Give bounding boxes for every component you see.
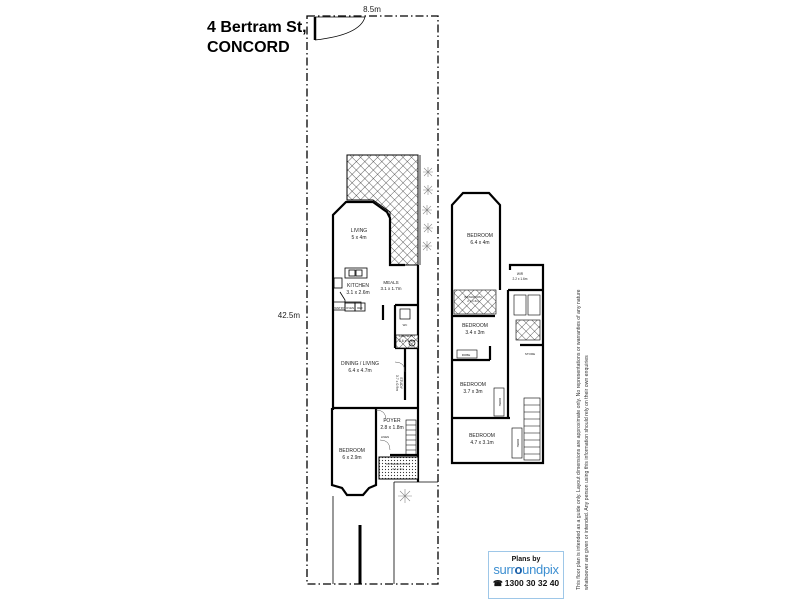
svg-text:3.4 x 3m: 3.4 x 3m xyxy=(465,330,484,336)
plant-icons xyxy=(398,167,433,503)
svg-text:FOYER: FOYER xyxy=(383,418,401,424)
svg-text:BEDROOM: BEDROOM xyxy=(467,233,493,239)
svg-text:STUDY: STUDY xyxy=(399,377,403,390)
svg-text:WIR: WIR xyxy=(517,272,524,276)
brand-name: surroundpix xyxy=(493,562,559,577)
svg-text:2.6 x 1.3m: 2.6 x 1.3m xyxy=(399,339,415,343)
surroundpix-logo: Plans by surroundpix ☎1300 30 32 40 xyxy=(488,551,564,599)
svg-text:KITCHEN: KITCHEN xyxy=(347,283,369,289)
gate-icon xyxy=(313,16,366,41)
svg-text:ROBE: ROBE xyxy=(498,398,502,407)
first-floor-labels: BEDROOM 6.4 x 4m WIR 2.2 x 1.6m BATHROOM… xyxy=(460,233,535,447)
door-swings xyxy=(375,361,406,451)
svg-text:LAUNDRY: LAUNDRY xyxy=(399,334,416,338)
svg-text:COVERED PATIO: COVERED PATIO xyxy=(386,462,411,466)
svg-text:DINING / LIVING: DINING / LIVING xyxy=(341,361,379,367)
svg-text:3.4 x 3m: 3.4 x 3m xyxy=(392,467,404,471)
ground-floor-labels: LIVING 5 x 4m KITCHEN 3.1 x 2.6m MEALS 3… xyxy=(333,228,416,471)
svg-text:MEALS: MEALS xyxy=(383,280,398,285)
covered-patio xyxy=(378,456,419,480)
first-floor-fixtures xyxy=(453,289,541,461)
plans-by-label: Plans by xyxy=(511,556,541,563)
svg-text:BATHROOM: BATHROOM xyxy=(464,295,482,299)
svg-text:5 x 4m: 5 x 4m xyxy=(351,235,366,241)
svg-text:BEDROOM: BEDROOM xyxy=(469,433,495,439)
svg-text:3.1 x 2.6m: 3.1 x 2.6m xyxy=(346,290,369,296)
svg-text:3.7 x 0.9m: 3.7 x 0.9m xyxy=(395,375,399,391)
disclaimer-text: This floor plan is intended as a guide o… xyxy=(576,289,590,590)
svg-text:2.2 x 1.6m: 2.2 x 1.6m xyxy=(513,277,528,281)
ground-stairs xyxy=(405,419,417,456)
phone-number: ☎1300 30 32 40 xyxy=(492,578,560,588)
width-dimension: 8.5m xyxy=(363,5,381,14)
svg-text:LIVING: LIVING xyxy=(351,228,368,234)
svg-text:LINEN: LINEN xyxy=(381,435,389,439)
laundry-fixtures xyxy=(395,308,419,349)
svg-text:6.4 x 4.7m: 6.4 x 4.7m xyxy=(348,368,371,374)
first-floor-walls xyxy=(450,191,545,465)
phone-icon: ☎ xyxy=(492,579,503,588)
svg-text:WC: WC xyxy=(403,323,408,327)
address-suburb: CONCORD xyxy=(207,39,290,56)
property-address-title: 4 Bertram St, CONCORD xyxy=(207,18,307,58)
svg-text:3.1 x 1.7m: 3.1 x 1.7m xyxy=(380,286,401,291)
svg-text:REF: REF xyxy=(357,306,363,310)
address-street: 4 Bertram St, xyxy=(207,19,307,36)
svg-text:2.8 x 1.8m: 2.8 x 1.8m xyxy=(380,425,403,431)
svg-text:PANTRY: PANTRY xyxy=(333,306,344,310)
svg-text:ROBE: ROBE xyxy=(516,439,520,448)
svg-text:6.4 x 4m: 6.4 x 4m xyxy=(470,240,489,246)
svg-text:OVEN: OVEN xyxy=(346,306,354,310)
svg-text:3.7 x 3m: 3.7 x 3m xyxy=(463,389,482,395)
kitchen-fixtures xyxy=(333,267,368,312)
site-boundary xyxy=(306,15,439,585)
svg-text:4.7 x 3.1m: 4.7 x 3.1m xyxy=(470,440,493,446)
svg-text:2 x 1.6m: 2 x 1.6m xyxy=(467,299,479,303)
front-yard-lines xyxy=(332,481,438,584)
svg-text:BEDROOM: BEDROOM xyxy=(460,382,486,388)
svg-text:ROBE: ROBE xyxy=(462,353,471,357)
svg-text:6 x 2.9m: 6 x 2.9m xyxy=(342,455,361,461)
svg-text:BEDROOM: BEDROOM xyxy=(339,448,365,454)
length-dimension: 42.5m xyxy=(278,311,301,320)
svg-text:STORE: STORE xyxy=(525,352,535,356)
svg-text:BEDROOM: BEDROOM xyxy=(462,323,488,329)
